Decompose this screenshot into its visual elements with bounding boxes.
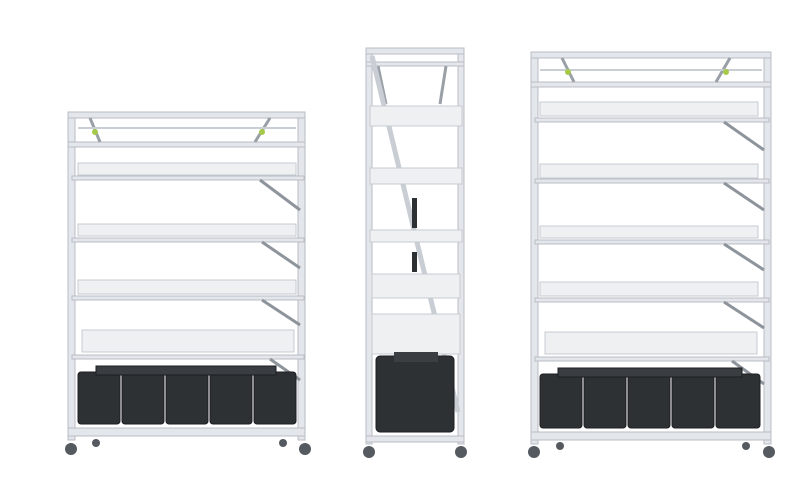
shelf-tray — [539, 101, 759, 117]
side-brackets — [259, 178, 301, 382]
shelf-trays — [369, 105, 463, 355]
tank-lids — [95, 365, 277, 376]
rack-left-front-view — [65, 111, 311, 455]
water-tank — [627, 373, 671, 429]
caster-wheel — [279, 439, 287, 447]
water-tanks — [77, 365, 297, 425]
shelf-support-beams — [534, 117, 770, 362]
shelf-support-beams — [71, 175, 305, 360]
shelf-tray — [539, 281, 759, 297]
caster-wheel — [455, 446, 467, 458]
water-tank — [375, 355, 455, 433]
water-tank — [671, 373, 715, 429]
shelf-tray — [81, 329, 295, 353]
water-tanks — [539, 367, 761, 429]
rack-right-front-view — [528, 51, 775, 458]
water-tank — [253, 371, 297, 425]
caster-wheel — [363, 446, 375, 458]
side-brackets — [723, 120, 765, 386]
shelf-tray — [369, 105, 463, 127]
shelf-tray — [539, 163, 759, 179]
rack-base — [65, 427, 311, 455]
water-tank — [121, 371, 165, 425]
caster-wheel — [65, 443, 77, 455]
shelf-tray — [369, 229, 463, 243]
rack-base — [528, 431, 775, 458]
caster-wheel — [528, 446, 540, 458]
water-tank — [539, 373, 583, 429]
caster-wheel — [299, 443, 311, 455]
rack-middle-side-view — [363, 47, 467, 458]
shelf-tray — [369, 167, 463, 185]
tank-lids — [557, 367, 743, 378]
shelf-trays — [539, 101, 759, 355]
rack-frame — [530, 51, 772, 445]
water-tank — [583, 373, 627, 429]
shelf-tray — [77, 223, 297, 237]
rack-frame — [67, 111, 306, 441]
caster-wheel — [556, 442, 564, 450]
shelf-tray — [544, 331, 758, 355]
shelf-trays — [77, 162, 297, 353]
rack-base — [363, 435, 467, 458]
water-tanks — [375, 352, 455, 433]
shelf-tray — [371, 313, 461, 355]
water-tank — [715, 373, 761, 429]
caster-wheel — [92, 439, 100, 447]
drip-pipes — [412, 198, 417, 272]
shelf-tray — [371, 273, 461, 299]
caster-wheel — [763, 446, 775, 458]
shelf-tray — [539, 225, 759, 239]
water-tank — [165, 371, 209, 425]
rack-frame — [365, 47, 465, 445]
shelf-tray — [77, 162, 297, 176]
water-tank — [209, 371, 253, 425]
water-tank — [77, 371, 121, 425]
shelf-tray — [77, 279, 297, 295]
caster-wheel — [742, 442, 750, 450]
tank-lid — [394, 352, 438, 362]
